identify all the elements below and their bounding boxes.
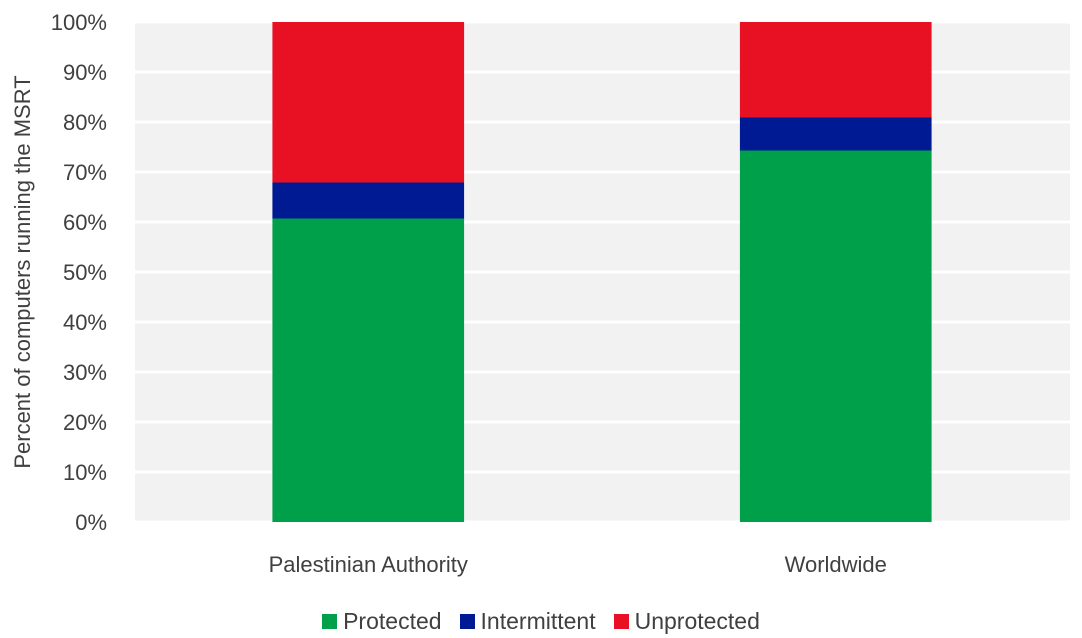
y-tick-label: 70% [63,160,107,185]
y-tick-label: 60% [63,210,107,235]
legend-swatch [459,613,475,629]
legend-item-intermittent: Intermittent [459,607,596,635]
y-tick-label: 50% [63,260,107,285]
legend-label: Unprotected [634,607,760,634]
legend-item-unprotected: Unprotected [613,607,760,635]
bar-segment-unprotected [739,22,932,118]
bar-segment-protected [272,218,465,522]
y-tick-label: 30% [63,360,107,385]
y-axis-ticks: 0% 10% 20% 30% 40% 50% 60% 70% 80% 90% 100% [51,10,107,535]
legend-label: Protected [343,607,442,634]
y-tick-label: 40% [63,310,107,335]
x-category-label: Palestinian Authority [269,552,468,577]
y-axis-title: Percent of computers running the MSRT [10,75,35,468]
y-tick-label: 90% [63,60,107,85]
bar-segment-protected [739,150,932,522]
y-tick-label: 80% [63,110,107,135]
legend-label: Intermittent [480,607,596,634]
bar-segment-intermittent [272,182,465,219]
bar-segment-unprotected [272,22,465,183]
y-tick-label: 0% [75,510,107,535]
bar-stacks [272,22,932,522]
stacked-bar-chart: 0% 10% 20% 30% 40% 50% 60% 70% 80% 90% 100% Palest… [10,10,1070,577]
legend-swatch [322,613,338,629]
bar-segment-intermittent [739,117,932,151]
y-tick-label: 20% [63,410,107,435]
x-axis-categories: Palestinian Authority Worldwide [269,552,887,577]
chart-legend: Protected Intermittent Unprotected [0,604,1082,638]
legend-swatch [613,613,629,629]
y-tick-label: 10% [63,460,107,485]
x-category-label: Worldwide [785,552,887,577]
y-tick-label: 100% [51,10,107,35]
legend-item-protected: Protected [322,607,442,635]
